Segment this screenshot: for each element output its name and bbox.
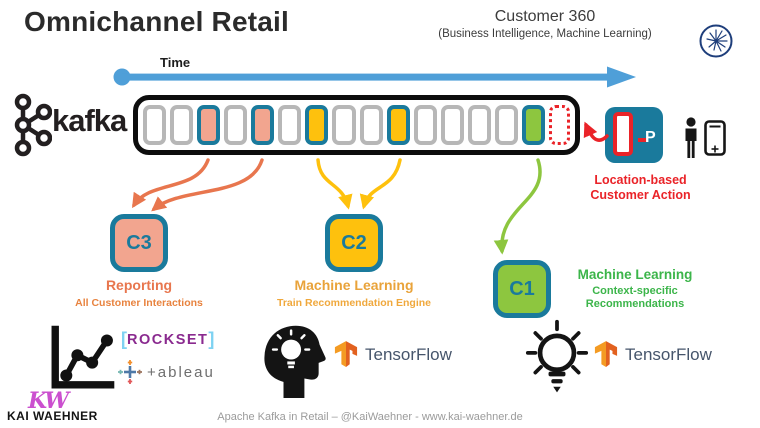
- tableau-icon: [118, 360, 142, 384]
- c3-subtitle: All Customer Interactions: [75, 297, 203, 309]
- subtitle-customer360: Customer 360: [494, 8, 596, 25]
- producer-connector: [638, 138, 647, 142]
- person-icon: [685, 117, 697, 158]
- c1-title: Machine Learning: [577, 267, 693, 282]
- subtitle-detail: (Business Intelligence, Machine Learning…: [438, 28, 652, 40]
- kw-monogram: KW: [28, 388, 69, 414]
- topic-cell: [251, 105, 275, 145]
- consumer-box-c3: C3: [110, 214, 168, 272]
- tensorflow-wordmark: TensorFlow: [365, 345, 452, 364]
- c3-title: Reporting: [105, 277, 173, 293]
- topic-cell: [467, 105, 491, 145]
- consumer-box-c1: C1: [493, 260, 551, 318]
- tensorflow-logo-1: TensorFlow: [334, 341, 452, 369]
- tensorflow-logo-2: TensorFlow: [594, 341, 712, 369]
- topic-cell: [413, 105, 437, 145]
- topic-cell: [332, 105, 356, 145]
- kafka-logo-icon: [14, 93, 52, 157]
- tableau-logo: +ableau: [118, 360, 215, 384]
- tableau-wordmark: +ableau: [147, 363, 215, 381]
- c1-subtitle: Context-specific Recommendations: [575, 285, 695, 311]
- lightbulb-icon: [525, 319, 589, 393]
- topic-cell: [278, 105, 302, 145]
- chart-icon: [51, 325, 115, 389]
- topic-cell: [386, 105, 410, 145]
- consume-arrow-c2-a: [316, 158, 353, 210]
- location-caption-line2: Customer Action: [590, 188, 691, 202]
- topic-cell: [521, 105, 545, 145]
- kafka-wordmark: kafka: [52, 103, 127, 138]
- head-idea-icon: [264, 325, 326, 398]
- time-label: Time: [160, 55, 191, 70]
- kafka-topic-bar: [133, 95, 580, 155]
- rockset-logo: [ROCKSET]: [121, 329, 214, 350]
- smartphone-icon: [704, 120, 726, 156]
- consumer-box-c2: C2: [325, 214, 383, 272]
- consume-arrow-c3-b: [151, 158, 264, 212]
- footer-caption: Apache Kafka in Retail – @KaiWaehner - w…: [217, 411, 523, 423]
- location-caption: Location-based Customer Action: [578, 173, 703, 203]
- page-title: Omnichannel Retail: [24, 6, 289, 37]
- producer-box: P: [605, 107, 663, 163]
- tensorflow-icon: [334, 341, 358, 367]
- producer-event-cell: [613, 112, 633, 156]
- topic-cell: [170, 105, 194, 145]
- c1-subtitle-line1: Context-specific: [592, 285, 678, 297]
- producer-label: P: [645, 129, 656, 146]
- tensorflow-icon: [594, 341, 618, 367]
- consumer-label-c3: C3: [126, 231, 152, 254]
- topic-cell: [143, 105, 167, 145]
- topic-cell: [197, 105, 221, 145]
- location-caption-line1: Location-based: [594, 173, 687, 187]
- topic-cell: [305, 105, 329, 145]
- consume-arrow-c3-a: [132, 158, 210, 209]
- c2-title: Machine Learning: [294, 277, 414, 293]
- c1-subtitle-line2: Recommendations: [585, 298, 685, 310]
- rockset-bracket-right: ]: [208, 329, 215, 349]
- tensorflow-wordmark: TensorFlow: [625, 345, 712, 364]
- confluent-burst-icon: [699, 24, 733, 58]
- produce-arrow: [583, 121, 609, 142]
- header-subtitle-block: Customer 360 (Business Intelligence, Mac…: [410, 8, 680, 40]
- c2-subtitle: Train Recommendation Engine: [276, 297, 432, 309]
- time-arrow: [113, 66, 636, 88]
- consume-arrow-c1: [493, 158, 542, 255]
- rockset-bracket-left: [: [121, 329, 127, 349]
- topic-cell: [224, 105, 248, 145]
- consume-arrow-c2-b: [359, 158, 402, 210]
- topic-cell: [359, 105, 383, 145]
- topic-cell: [494, 105, 518, 145]
- topic-cell: [440, 105, 464, 145]
- rockset-wordmark: ROCKSET: [127, 332, 209, 348]
- topic-cell-incoming: [548, 105, 570, 145]
- consumer-label-c2: C2: [341, 231, 367, 254]
- consumer-label-c1: C1: [509, 277, 535, 300]
- author-brand: KAI WAEHNER: [7, 409, 98, 423]
